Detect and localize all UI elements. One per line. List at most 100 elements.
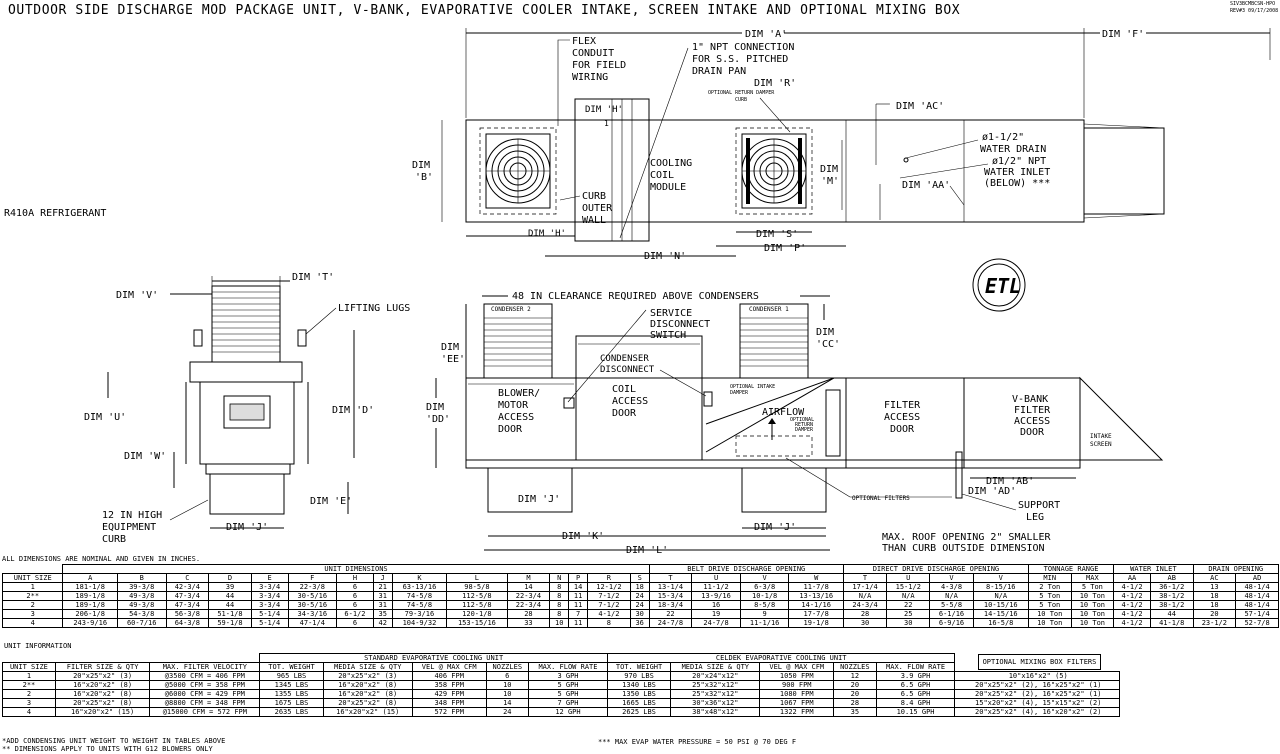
side-curb-right [741, 467, 827, 513]
condenser-2-label: CONDENSER 2 [491, 306, 531, 313]
info-col-header: FILTER SIZE & QTY [54, 662, 151, 672]
dim-l-label: DIM 'L' [626, 545, 668, 556]
vbank-door-1: V-BANK [1012, 394, 1048, 405]
vbank-door-2: FILTER [1014, 405, 1051, 416]
cooling-coil-2: COIL [650, 170, 674, 181]
intake-damper-2: DAMPER [730, 390, 749, 396]
info-table-cell: 6 [485, 671, 530, 681]
dims-table-cell: 11 [568, 618, 589, 628]
dims-table-cell: 11-1/2 [691, 582, 741, 592]
dim-s-label: DIM 'S' [756, 229, 798, 240]
info-group-standard: STANDARD EVAPORATIVE COOLING UNIT [259, 653, 608, 663]
condenser-disconnect-2: DISCONNECT [600, 365, 655, 375]
curb-wall-2: OUTER [582, 203, 613, 214]
blower-door-1: BLOWER/ [498, 388, 540, 399]
dims-table-cell: 8 [549, 609, 570, 619]
dims-table-cell: 6-1/2 [336, 609, 374, 619]
dims-table-cell: 54-3/8 [116, 609, 167, 619]
dim-k-label: DIM 'K' [562, 531, 604, 542]
info-col-header: NOZZLES [833, 662, 877, 672]
dims-table-cell: 1 [1, 582, 64, 592]
dims-table-cell: 2** [1, 591, 64, 601]
info-table-cell: 6.5 GPH [875, 689, 956, 699]
dim-ad-label: DIM 'AD' [968, 486, 1016, 497]
doc-ref-code: SIV3BCMBCSN-HPO [1230, 1, 1275, 7]
info-table-cell: 16"x20"x2" (8) [54, 689, 151, 699]
dims-table-cell: 38-1/2 [1149, 600, 1194, 610]
dims-table-cell: 4-1/2 [1113, 609, 1151, 619]
info-table-cell: 10 [485, 680, 530, 690]
dims-table-cell: 28 [506, 609, 551, 619]
dims-table-cell: 47-1/4 [287, 618, 338, 628]
dims-table-cell: 6 [336, 618, 374, 628]
return-damper-note-2: CURB [735, 97, 747, 103]
info-table-cell: 25"x32"x12" [670, 689, 761, 699]
dims-table-cell: 9 [739, 609, 790, 619]
intake-screen-1: INTAKE [1090, 433, 1112, 440]
dims-table-cell: 4-1/2 [587, 609, 631, 619]
dims-table-cell: 24-7/8 [648, 618, 693, 628]
info-table-cell: 2 [2, 689, 56, 699]
dims-table-cell: 2 Ton [1027, 582, 1072, 592]
condenser-disconnect-box[interactable] [703, 391, 713, 407]
dims-table-cell: 3-3/4 [250, 600, 289, 610]
dims-table-cell: 44 [1149, 609, 1194, 619]
dim-h-tick: 1 [604, 119, 609, 128]
dims-table-cell: 6 [336, 582, 374, 592]
dims-table-cell: 153-15/16 [446, 618, 508, 628]
dim-a-label: DIM 'A' [745, 29, 787, 40]
drawing-title: OUTDOOR SIDE DISCHARGE MOD PACKAGE UNIT,… [8, 3, 960, 18]
info-group-spacer [3, 654, 260, 663]
info-table-cell: 2625 LBS [606, 707, 672, 717]
info-col-header: TOT. WEIGHT [259, 662, 324, 672]
info-col-header: MAX. FLOW RATE [528, 662, 608, 672]
dims-table-cell: 16 [691, 600, 741, 610]
info-table-cell: 20"x25"x2" (3) [54, 671, 151, 681]
dims-col-header: T [648, 573, 693, 583]
dims-table-cell: 48-1/4 [1235, 600, 1279, 610]
info-table-cell: 10"x16"x2" (5) [954, 671, 1120, 681]
dims-col-header: S [629, 573, 650, 583]
side-condenser-fins [484, 317, 808, 367]
info-table-cell: 1322 FPM [759, 707, 835, 717]
dims-table-cell: N/A [972, 591, 1029, 601]
service-switch-2: DISCONNECT [650, 319, 710, 330]
dims-table-cell: 56-3/8 [165, 609, 210, 619]
dims-table-cell: 8 [549, 582, 570, 592]
info-group-header-row: STANDARD EVAPORATIVE COOLING UNIT CELDEK… [3, 653, 1120, 671]
npt-connection-2: FOR S.S. PITCHED [692, 54, 788, 65]
info-table-cell: 14 [485, 698, 530, 708]
flex-conduit-2: CONDUIT [572, 48, 614, 59]
disconnect-switch-box[interactable] [563, 397, 575, 409]
info-table-cell: 15"x20"x2" (4), 15"x15"x2" (2) [954, 698, 1120, 708]
dims-table-cell: 98-5/8 [446, 582, 508, 592]
info-table-cell: 20"x25"x2" (3) [322, 671, 413, 681]
dims-table-cell: 18 [629, 582, 650, 592]
npt-connection-3: DRAIN PAN [692, 66, 746, 77]
info-table-cell: @6000 CFM = 429 FPM [149, 689, 261, 699]
dims-col-header: UNIT SIZE [1, 573, 64, 583]
dims-table-cell: 120-1/8 [446, 609, 508, 619]
dims-table-cell: 5 Ton [1070, 582, 1115, 592]
end-view: DIM 'T' DIM 'V' LIFTING LUGS DIM 'U' DIM… [84, 272, 410, 545]
info-table-cell: 20"x25"x2" (2), 16"x25"x2" (1) [954, 680, 1120, 690]
dims-table-cell: 4-1/2 [1113, 582, 1151, 592]
dims-table-cell: 5-1/4 [250, 618, 289, 628]
dims-table-cell: 3 [1, 609, 64, 619]
dims-col-header: L [446, 573, 508, 583]
condenser-fan-top-right [741, 133, 807, 209]
dims-table-cell: 181-1/8 [62, 582, 118, 592]
end-condenser-fins [212, 291, 280, 353]
dim-h-bottom-label: DIM 'H' [528, 229, 566, 239]
dims-table-cell: 39 [208, 582, 252, 592]
return-damper-side-3: DAMPER [795, 427, 814, 433]
dim-cc-label-2: 'CC' [816, 339, 840, 350]
dims-table-cell: 24-7/8 [691, 618, 741, 628]
dims-table-cell: 206-1/8 [62, 609, 118, 619]
info-table-cell: 20"x25"x2" (4), 16"x20"x2" (2) [954, 707, 1120, 717]
dims-table-cell: 39-3/8 [116, 582, 167, 592]
dims-table-cell: 10 Ton [1070, 609, 1115, 619]
dims-table-cell: 6 [336, 591, 374, 601]
